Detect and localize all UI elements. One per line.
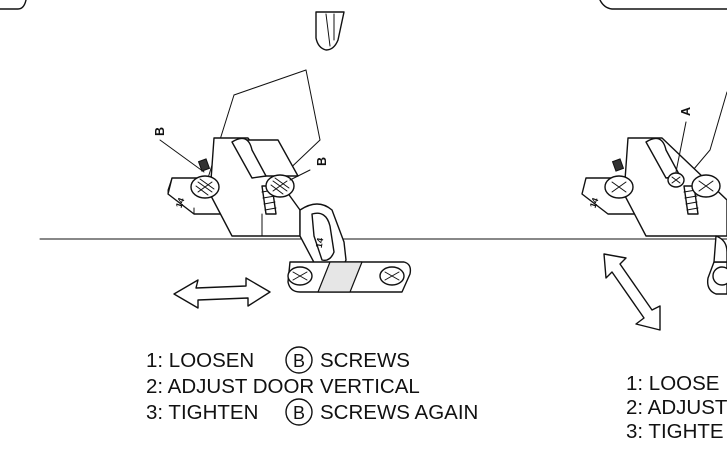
- hinge-cup: 14: [299, 203, 347, 273]
- screw-b-right: [261, 174, 295, 215]
- screw-right-panel-left: [604, 175, 634, 199]
- cup-stamp: 14: [314, 237, 326, 249]
- circled-b-3: [285, 398, 313, 426]
- screw-a: [667, 172, 685, 188]
- callout-a: A: [679, 107, 693, 116]
- left-step-2: 2: ADJUST DOOR VERTICAL: [146, 375, 420, 398]
- circled-b-1: [285, 346, 313, 374]
- screw-right-panel-adjust: [683, 174, 721, 215]
- left-step-1-suffix: SCREWS: [320, 349, 410, 372]
- screw-b-left: [190, 175, 220, 199]
- right-step-3: 3: TIGHTE: [626, 420, 724, 443]
- left-step-3-circled: B: [293, 403, 305, 423]
- right-step-2: 2: ADJUST: [626, 396, 727, 419]
- left-step-3-suffix: SCREWS AGAIN: [320, 401, 478, 424]
- right-instructions: 1: LOOSE 2: ADJUST 3: TIGHTE: [626, 372, 727, 443]
- hinge-arm: [197, 137, 301, 237]
- right-step-1: 1: LOOSE: [626, 372, 719, 395]
- door-plate: [287, 261, 412, 293]
- screwdriver-icon: [315, 11, 345, 51]
- left-instructions: 1: LOOSEN B SCREWS 2: ADJUST DOOR VERTIC…: [146, 346, 478, 426]
- horizontal-adjust-arrow-icon: [173, 277, 271, 309]
- vertical-adjust-arrow-icon: [603, 253, 661, 331]
- left-step-3-prefix: 3: TIGHTEN: [146, 401, 258, 424]
- left-step-1-circled: B: [293, 351, 305, 371]
- callout-b-right: B: [315, 157, 329, 166]
- left-step-1-prefix: 1: LOOSEN: [146, 349, 254, 372]
- callout-b-left: B: [153, 127, 167, 136]
- door-plate-right: [706, 261, 727, 295]
- right-panel: 14: [469, 91, 727, 443]
- plate-stamp-right: 14: [588, 196, 601, 209]
- top-border: [0, 0, 727, 10]
- left-panel: 14 14: [39, 11, 478, 426]
- plate-stamp: 14: [174, 196, 187, 209]
